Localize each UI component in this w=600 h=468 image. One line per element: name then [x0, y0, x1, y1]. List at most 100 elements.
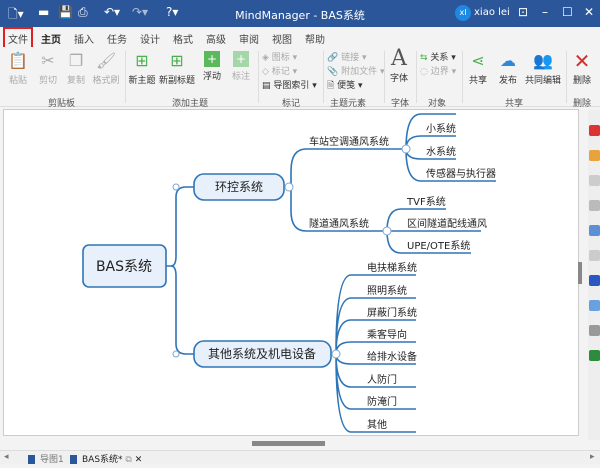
- calendar-icon[interactable]: [589, 150, 600, 161]
- share-button[interactable]: ⋖共享: [468, 51, 487, 86]
- doc-tab-active[interactable]: BAS系统* ⧉ ✕: [70, 452, 142, 465]
- group-label: 共享: [505, 99, 524, 109]
- font-icon: A: [391, 46, 407, 71]
- overview-icon[interactable]: [589, 275, 600, 286]
- link-button[interactable]: 🔗 链接 ▾: [327, 53, 367, 63]
- vertical-scrollbar[interactable]: [578, 262, 582, 284]
- co-edit-icon: 👥: [533, 51, 553, 70]
- slides-icon[interactable]: [589, 300, 600, 311]
- subtopic[interactable]: 电扶梯系统: [367, 261, 417, 274]
- sidebar-icon[interactable]: [589, 125, 600, 136]
- save-icon[interactable]: 💾: [58, 5, 73, 19]
- subtopic[interactable]: 防淹门: [367, 395, 397, 408]
- main-topic-box[interactable]: [193, 173, 285, 201]
- minimize-icon[interactable]: –: [542, 5, 548, 19]
- tab-view[interactable]: 视图: [272, 35, 292, 46]
- publish-button[interactable]: ☁发布: [498, 51, 517, 86]
- new-subtopic-icon: ⊞: [170, 51, 184, 70]
- subtopic[interactable]: 车站空调通风系统: [309, 135, 389, 148]
- scroll-right-icon[interactable]: ▸: [590, 452, 595, 462]
- maximize-icon[interactable]: ☐: [562, 5, 573, 19]
- new-topic-button[interactable]: ⊞新主题: [128, 51, 156, 86]
- central-topic-box[interactable]: [82, 244, 167, 288]
- help-icon[interactable]: ?▾: [166, 5, 179, 19]
- user-name[interactable]: xiao lei: [474, 7, 510, 18]
- subtopic[interactable]: 给排水设备: [367, 350, 417, 363]
- resource-icon[interactable]: [589, 175, 600, 186]
- mind-map[interactable]: BAS系统 环控系统 其他系统及机电设备 车站空调通风系统 隧道通风系统 小系统…: [4, 110, 580, 437]
- main-topic-box[interactable]: [193, 340, 332, 368]
- collapse-icon[interactable]: [284, 182, 294, 192]
- subtopic[interactable]: 乘客导向: [367, 328, 407, 341]
- collapse-icon[interactable]: [172, 350, 180, 358]
- tab-insert[interactable]: 插入: [74, 35, 94, 46]
- subtopic[interactable]: 隧道通风系统: [309, 217, 369, 230]
- redo-icon[interactable]: ↷▾: [132, 5, 149, 19]
- cut-button[interactable]: ✂剪切: [38, 51, 57, 86]
- tab-task[interactable]: 任务: [107, 35, 127, 46]
- scroll-left-icon[interactable]: ◂: [4, 452, 9, 462]
- map-index-button[interactable]: ▤ 导图索引 ▾: [262, 81, 317, 91]
- cloud-icon: ☁: [500, 51, 516, 70]
- subtopic[interactable]: 屏蔽门系统: [367, 306, 417, 319]
- map-icon: [28, 455, 35, 464]
- main-topic[interactable]: 其他系统及机电设备: [208, 347, 316, 361]
- doc-tab[interactable]: 导图1: [28, 452, 64, 465]
- delete-button[interactable]: ✕删除: [572, 49, 591, 86]
- new-icon[interactable]: 🗋▾: [8, 7, 24, 21]
- tab-design[interactable]: 设计: [140, 35, 160, 46]
- format-painter-button[interactable]: 🖌格式刷: [92, 51, 120, 86]
- branch-line: [405, 148, 496, 182]
- tab-help[interactable]: 帮助: [305, 35, 325, 46]
- collapse-icon[interactable]: [331, 349, 341, 359]
- open-icon[interactable]: ▬: [38, 5, 50, 19]
- undo-icon[interactable]: ↶▾: [104, 5, 121, 19]
- co-edit-button[interactable]: 👥共同编辑: [524, 51, 561, 86]
- subtopic[interactable]: 小系统: [426, 122, 456, 135]
- relationship-button[interactable]: ⇆ 关系 ▾: [420, 53, 456, 63]
- collapse-icon[interactable]: [172, 183, 180, 191]
- excel-icon[interactable]: [589, 350, 600, 361]
- map-canvas[interactable]: BAS系统 环控系统 其他系统及机电设备 车站空调通风系统 隧道通风系统 小系统…: [3, 109, 579, 436]
- tab-format[interactable]: 格式: [173, 35, 193, 46]
- subtopic[interactable]: TVF系统: [406, 195, 446, 208]
- subtopic[interactable]: 区间隧道配线通风: [407, 217, 487, 230]
- notes-button[interactable]: 🗎 便笺 ▾: [327, 81, 363, 91]
- close-icon[interactable]: ✕: [584, 5, 595, 19]
- document-tabs: ◂ 导图1 BAS系统* ⧉ ✕ ▸: [0, 450, 600, 465]
- main-topic[interactable]: 环控系统: [215, 180, 263, 194]
- library-icon[interactable]: [589, 225, 600, 236]
- ribbon-tabs: 文件 主页 插入 任务 设计 格式 高级 审阅 视图 帮助: [0, 27, 600, 69]
- floating-topic-button[interactable]: +浮动: [202, 51, 221, 82]
- subtopic[interactable]: 人防门: [367, 373, 397, 386]
- browser-icon[interactable]: [589, 325, 600, 336]
- collapse-icon[interactable]: [401, 144, 411, 154]
- map-parts-icon[interactable]: [589, 200, 600, 211]
- subtopic[interactable]: 照明系统: [367, 284, 407, 297]
- subtopic[interactable]: 传感器与执行器: [426, 167, 496, 180]
- ribbon-display-icon[interactable]: ⊡: [518, 5, 529, 19]
- subtopic[interactable]: UPE/OTE系统: [407, 239, 470, 252]
- tags-button[interactable]: ◇ 标记 ▾: [262, 67, 298, 77]
- tab-review[interactable]: 审阅: [239, 35, 259, 46]
- new-subtopic-button[interactable]: ⊞新副标题: [158, 51, 195, 86]
- collapse-icon[interactable]: [382, 226, 392, 236]
- tab-advanced[interactable]: 高级: [206, 35, 226, 46]
- icons-button[interactable]: ◈ 图标 ▾: [262, 53, 298, 63]
- attachment-button[interactable]: 📎 附加文件 ▾: [327, 67, 385, 77]
- search-icon[interactable]: [589, 250, 600, 261]
- branch-line: [170, 265, 194, 355]
- branch-line: [405, 113, 456, 150]
- central-topic[interactable]: BAS系统: [96, 259, 152, 275]
- avatar[interactable]: xl: [455, 5, 471, 21]
- group-label: 删除: [573, 99, 592, 109]
- subtopic[interactable]: 其他: [367, 418, 387, 431]
- boundary-button[interactable]: ◌ 边界 ▾: [420, 67, 457, 77]
- print-icon[interactable]: ⎙: [78, 5, 88, 19]
- horizontal-scrollbar[interactable]: [252, 441, 325, 446]
- paste-button[interactable]: 📋粘贴: [8, 51, 28, 86]
- callout-button[interactable]: +标注: [231, 51, 250, 82]
- copy-button[interactable]: ❐复制: [66, 51, 85, 86]
- subtopic[interactable]: 水系统: [426, 145, 456, 158]
